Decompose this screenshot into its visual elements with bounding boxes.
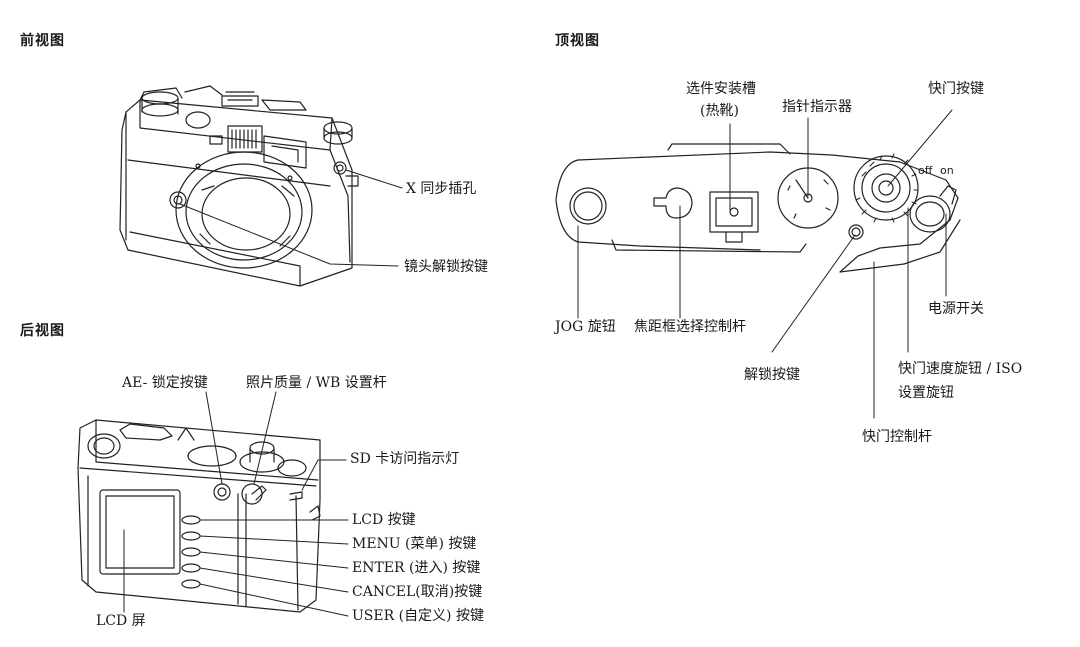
switch-off-text: off <box>918 164 933 177</box>
accessory-shoe-label-sub: (热靴) <box>700 103 739 119</box>
speed-dial-label-sub: 设置旋钮 <box>898 385 954 401</box>
lcd-button-label: LCD 按键 <box>352 512 416 528</box>
user-button-label: USER (自定义) 按键 <box>352 608 484 624</box>
jog-dial-label: JOG 旋钮 <box>555 319 616 335</box>
speed-dial-label: 快门速度旋钮 / ISO <box>898 361 1023 377</box>
cancel-button-label: CANCEL(取消)按键 <box>352 584 483 600</box>
front-view-heading: 前视图 <box>20 33 65 49</box>
switch-on-text: on <box>940 164 954 177</box>
lens-release-label: 镜头解锁按键 <box>404 259 488 275</box>
shutter-button-label: 快门按键 <box>928 81 984 97</box>
top-camera-drawing <box>555 109 961 419</box>
top-view-heading: 顶视图 <box>555 33 600 49</box>
front-camera-drawing <box>119 85 403 287</box>
sd-lamp-label: SD 卡访问指示灯 <box>350 451 460 467</box>
lcd-screen-label: LCD 屏 <box>96 613 146 629</box>
back-view-heading: 后视图 <box>20 323 65 339</box>
frame-selector-label: 焦距框选择控制杆 <box>634 319 746 335</box>
ae-lock-label: AE- 锁定按键 <box>122 375 208 391</box>
back-camera-drawing <box>77 391 349 617</box>
shutter-lever-label: 快门控制杆 <box>862 429 932 445</box>
x-sync-label: X 同步插孔 <box>406 181 477 197</box>
quality-wb-label: 照片质量 / WB 设置杆 <box>246 375 387 391</box>
accessory-shoe-label: 选件安装槽 <box>686 81 756 97</box>
menu-button-label: MENU (菜单) 按键 <box>352 536 477 552</box>
enter-button-label: ENTER (进入) 按键 <box>352 560 481 576</box>
power-switch-label: 电源开关 <box>928 301 984 317</box>
needle-indicator-label: 指针指示器 <box>782 99 852 115</box>
release-button-label: 解锁按键 <box>744 367 800 383</box>
